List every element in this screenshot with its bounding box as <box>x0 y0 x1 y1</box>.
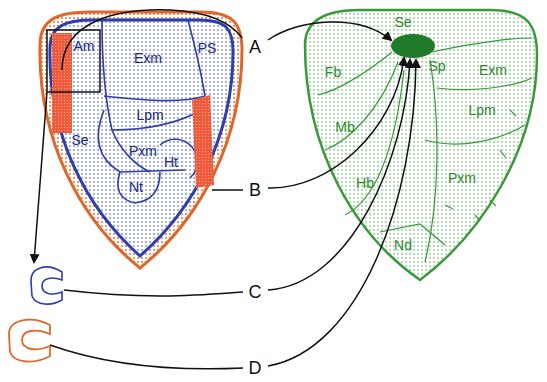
region-label: Pxm <box>129 144 157 158</box>
region-label: PS <box>198 41 217 55</box>
arrow-letter: A <box>246 37 264 57</box>
arrow-letter: D <box>246 358 265 378</box>
arrow-letter: C <box>246 282 265 302</box>
region-label: Lpm <box>468 103 495 117</box>
region-label: Se <box>394 15 411 29</box>
region-label: Nt <box>129 180 143 194</box>
region-label: Hb <box>356 176 374 190</box>
region-label: Ht <box>164 155 178 169</box>
arrow-letter: B <box>246 180 264 200</box>
region-label: Lpm <box>136 108 163 122</box>
region-label: Am <box>74 39 95 53</box>
region-label: Sp <box>428 59 445 73</box>
region-label: Nd <box>394 238 412 252</box>
region-label: Pxm <box>448 171 476 185</box>
region-label: Se <box>71 133 88 147</box>
region-label: Exm <box>479 63 507 77</box>
region-label: Fb <box>325 65 341 79</box>
region-label: Exm <box>134 51 162 65</box>
region-label: Mb <box>335 120 354 134</box>
